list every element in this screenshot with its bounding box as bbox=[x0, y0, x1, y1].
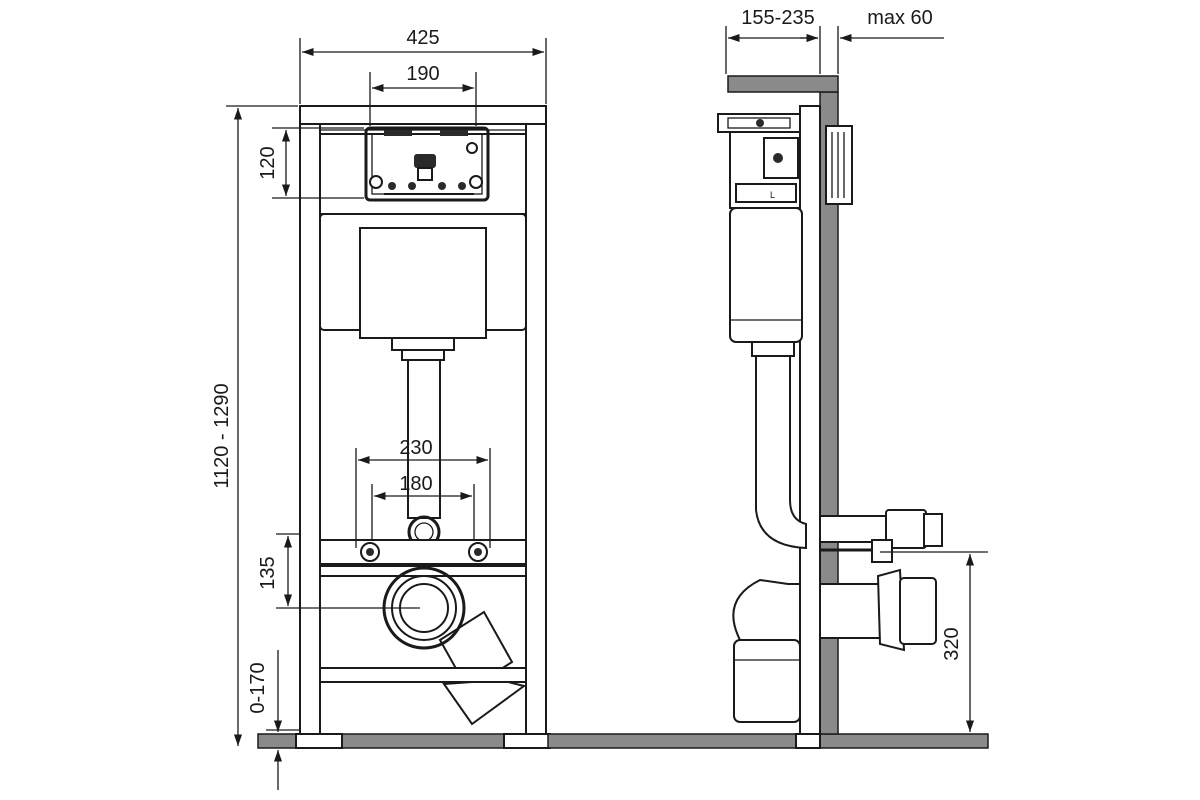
dim-180: 180 bbox=[399, 473, 432, 495]
top-crossbar bbox=[299, 105, 547, 125]
wall-top-ledge bbox=[727, 75, 839, 93]
side-dimensions: 155-235 max 60 320 bbox=[725, 7, 988, 732]
right-foot bbox=[503, 733, 551, 749]
dim-190: 190 bbox=[406, 63, 439, 85]
right-upright bbox=[525, 105, 547, 735]
flush-pipe bbox=[407, 359, 441, 519]
bottom-crossbar bbox=[319, 667, 527, 683]
floor-side bbox=[547, 733, 989, 749]
dim-1120-1290: 1120 - 1290 bbox=[211, 383, 233, 488]
side-panel-plate bbox=[825, 125, 853, 205]
left-upright bbox=[299, 105, 321, 735]
left-foot bbox=[295, 733, 343, 749]
dim-155-235: 155-235 bbox=[741, 7, 814, 29]
drain-connector bbox=[819, 583, 881, 639]
flush-panel-housing bbox=[364, 126, 490, 202]
dim-425: 425 bbox=[406, 27, 439, 49]
dim-120: 120 bbox=[257, 146, 279, 179]
dim-320: 320 bbox=[941, 627, 963, 660]
dim-0-170: 0-170 bbox=[247, 662, 269, 713]
side-flush-pipe bbox=[755, 355, 807, 550]
side-drain-pipe bbox=[733, 639, 801, 723]
flush-valve bbox=[391, 337, 455, 351]
front-view bbox=[257, 105, 551, 749]
svg-text:L: L bbox=[770, 190, 775, 200]
front-dimensions: 425 190 120 1120 - 1290 230 180 135 bbox=[211, 27, 547, 790]
side-upright bbox=[799, 105, 821, 735]
dim-230: 230 bbox=[399, 437, 432, 459]
side-view: L bbox=[547, 75, 989, 749]
dim-135: 135 bbox=[257, 556, 279, 589]
side-cistern bbox=[729, 207, 803, 343]
flush-connector bbox=[819, 515, 889, 543]
dim-max-60: max 60 bbox=[867, 7, 933, 29]
mounting-bar bbox=[319, 539, 527, 565]
cistern-panel-recess bbox=[359, 227, 487, 339]
